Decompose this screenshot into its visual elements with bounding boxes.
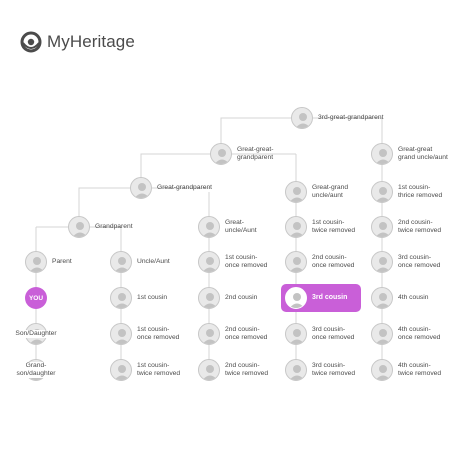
node-c2-label: 2nd cousin xyxy=(225,294,258,301)
node-great-uncle-label: Great-uncle/Aunt xyxy=(225,219,257,234)
node-c1-label: 1st cousin xyxy=(137,294,168,301)
person-avatar-icon[interactable] xyxy=(371,143,393,165)
person-avatar-icon[interactable] xyxy=(371,359,393,381)
person-avatar-icon[interactable] xyxy=(198,323,220,345)
person-avatar-icon[interactable] xyxy=(110,323,132,345)
node-parent-label: Parent xyxy=(52,258,72,265)
node-c1-twice-a-label: 1st cousin-twice removed xyxy=(312,219,356,234)
node-c1-twice-b-label: 1st cousin-twice removed xyxy=(137,362,181,377)
node-c2-twice-a-label: 2nd cousin-twice removed xyxy=(398,219,442,234)
person-avatar-icon[interactable] xyxy=(371,287,393,309)
person-avatar-icon[interactable] xyxy=(371,251,393,273)
person-avatar-icon[interactable] xyxy=(210,143,232,165)
person-avatar-icon[interactable] xyxy=(285,323,307,345)
node-grandson-label: Grand-son/daughter xyxy=(15,362,57,378)
node-c1-once-a-label: 1st cousin-once removed xyxy=(225,254,268,269)
node-c1-once-b-label: 1st cousin-once removed xyxy=(137,326,180,341)
person-avatar-icon[interactable] xyxy=(285,216,307,238)
node-c2-once-b-label: 2nd cousin-once removed xyxy=(225,326,268,341)
person-avatar-icon[interactable] xyxy=(285,359,307,381)
node-uncle-label: Uncle/Aunt xyxy=(137,258,170,265)
node-c3-twice-b-label: 3rd cousin-twice removed xyxy=(312,362,356,377)
node-c4-label: 4th cousin xyxy=(398,294,429,301)
node-c1-thrice-label: 1st cousin-thrice removed xyxy=(398,184,443,199)
person-avatar-icon[interactable] xyxy=(110,359,132,381)
person-avatar-icon[interactable] xyxy=(371,323,393,345)
node-grandparent-label: Grandparent xyxy=(95,223,133,230)
person-avatar-icon[interactable] xyxy=(130,177,152,199)
node-c3-once-b-label: 3rd cousin-once removed xyxy=(312,326,355,341)
person-avatar-icon[interactable] xyxy=(110,287,132,309)
person-avatar-icon[interactable] xyxy=(285,181,307,203)
brand-logo: MyHeritage xyxy=(20,30,135,54)
node-gggp-label: 3rd-great-grandparent xyxy=(318,114,384,121)
person-avatar-icon[interactable] xyxy=(198,287,220,309)
node-you[interactable]: YOU xyxy=(25,287,47,309)
person-avatar-icon[interactable] xyxy=(198,359,220,381)
node-c4-twice-b-label: 4th cousin-twice removed xyxy=(398,362,442,377)
node-son-label: Son/Daughter xyxy=(14,330,58,338)
node-c2-once-a-label: 2nd cousin-once removed xyxy=(312,254,355,269)
brand-name: MyHeritage xyxy=(47,32,135,51)
person-avatar-icon[interactable] xyxy=(371,216,393,238)
myheritage-logo-icon xyxy=(20,31,42,53)
person-avatar-icon[interactable] xyxy=(110,251,132,273)
node-gp-great-label: Great-grandparent xyxy=(157,184,213,191)
person-avatar-icon[interactable] xyxy=(198,216,220,238)
person-avatar-icon[interactable] xyxy=(198,251,220,273)
node-c4-once-b-label: 4th cousin-once removed xyxy=(398,326,441,341)
node-ggp-label: Great-great-grandparent xyxy=(237,146,274,161)
node-c3-label: 3rd cousin xyxy=(312,294,348,301)
person-avatar-icon[interactable] xyxy=(285,251,307,273)
node-c3-once-a-label: 3rd cousin-once removed xyxy=(398,254,441,269)
person-avatar-icon xyxy=(285,287,307,309)
node-c2-twice-b-label: 2nd cousin-twice removed xyxy=(225,362,269,377)
person-avatar-icon[interactable] xyxy=(371,181,393,203)
person-avatar-icon[interactable] xyxy=(25,251,47,273)
person-avatar-icon[interactable] xyxy=(291,107,313,129)
person-avatar-icon[interactable] xyxy=(68,216,90,238)
